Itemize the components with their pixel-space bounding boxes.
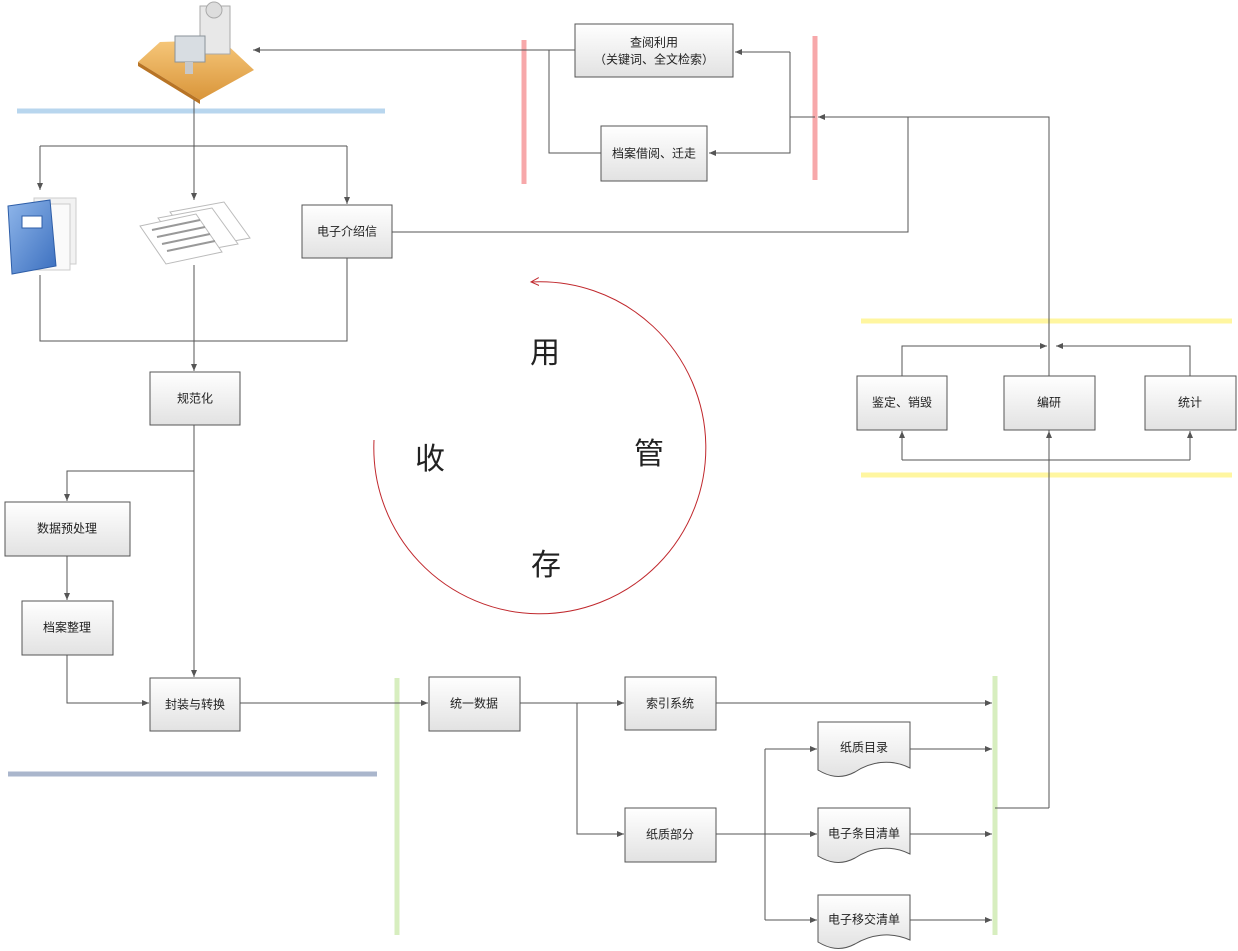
computer-workstation-icon [138,1,254,104]
node-query-title: 查阅利用 [630,36,678,50]
cycle-collect: 收 [415,442,445,477]
node-statistics[interactable]: 统计 [1144,375,1237,431]
node-label: 鉴定、销毁 [872,395,932,410]
separator-bars [8,36,1232,935]
document-stack-icon [139,201,251,265]
node-label: 档案借阅、迁走 [612,146,696,161]
node-label: 纸质部分 [646,827,694,842]
node-unify[interactable]: 统一数据 [428,676,521,732]
node-label: 统计 [1178,396,1202,410]
node-label: 编研 [1037,395,1061,410]
node-label: 电子介绍信 [317,225,377,239]
node-preprocess[interactable]: 数据预处理 [4,501,131,557]
lifecycle-arc [373,282,707,615]
cycle-store: 存 [531,548,561,583]
blue-folder-icon [7,197,77,275]
node-appraise[interactable]: 鉴定、销毁 [856,375,948,431]
node-organize[interactable]: 档案整理 [21,600,114,656]
cycle-manage: 管 [634,437,664,472]
connectors [37,47,1193,923]
node-label: 规范化 [177,391,213,406]
node-intro-letter[interactable]: 电子介绍信 [301,204,393,259]
node-paper-catalog[interactable]: 纸质目录 [817,721,911,777]
node-label: 索引系统 [646,697,694,711]
node-e-transfer-list[interactable]: 电子移交清单 [817,894,911,949]
node-normalize[interactable]: 规范化 [149,371,241,426]
node-paper-part[interactable]: 纸质部分 [624,807,717,863]
node-query-subtitle: （关键词、全文检索） [594,52,714,67]
node-label: 档案整理 [43,620,91,635]
node-label: 封装与转换 [165,697,225,712]
node-label: 数据预处理 [37,521,97,536]
node-label: 电子条目清单 [828,827,900,841]
node-package[interactable]: 封装与转换 [149,677,241,732]
node-compile[interactable]: 编研 [1003,375,1096,431]
node-query[interactable]: 查阅利用 （关键词、全文检索） [574,23,734,78]
node-label: 统一数据 [450,696,498,711]
node-label: 电子移交清单 [828,912,900,927]
node-borrow[interactable]: 档案借阅、迁走 [600,125,708,182]
node-label: 纸质目录 [840,741,888,755]
cycle-use: 用 [530,336,560,371]
node-e-item-list[interactable]: 电子条目清单 [817,807,911,863]
node-index[interactable]: 索引系统 [624,676,717,731]
